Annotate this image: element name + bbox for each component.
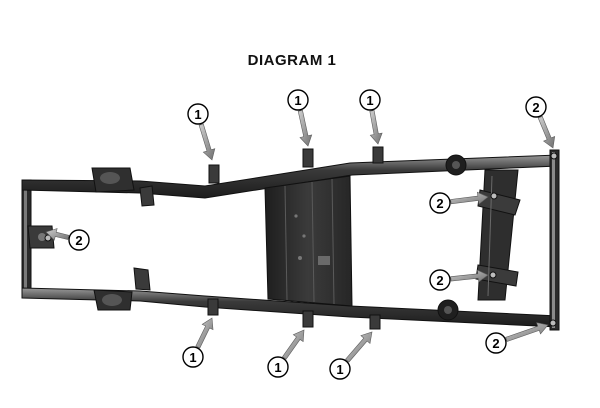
callout-circle [68,229,90,251]
callout-2-8: 2 [429,191,489,214]
callout-1-2: 1 [287,89,313,147]
callout-2-11: 2 [45,228,90,251]
callout-arrow [195,317,214,349]
vehicle-frame [21,146,560,331]
callout-arrow [369,110,383,145]
callout-circle [359,89,381,111]
callout-1-1: 1 [187,103,216,161]
callout-number: 2 [492,336,499,351]
rear-x-brace [475,169,521,301]
callout-1-4: 1 [182,317,214,368]
callout-1-3: 1 [359,89,383,145]
callout-number: 2 [532,100,539,115]
callout-2-10: 2 [485,322,549,354]
callout-number: 1 [366,93,373,108]
callout-circle [329,358,351,380]
callout-number: 1 [336,362,343,377]
callout-number: 2 [436,196,443,211]
callout-arrow [537,115,556,149]
callout-number: 1 [194,107,201,122]
callout-circle [287,89,309,111]
callout-circle [429,192,451,214]
callout-1-6: 1 [329,331,373,380]
body-mounts [207,146,384,330]
callout-arrow [505,322,549,342]
mount-bolts [44,152,558,327]
callout-arrow [45,228,70,241]
callout-circle [525,96,547,118]
callout-circle [182,346,204,368]
callouts: 1 1 1 1 1 1 2 2 2 2 2 [45,89,556,380]
callout-circle [429,269,451,291]
callout-arrow [282,329,305,360]
callout-number: 1 [274,360,281,375]
callout-circle [267,356,289,378]
callout-number: 2 [75,233,82,248]
callout-circle [187,103,209,125]
callout-arrow [198,123,216,161]
callout-arrow [345,331,373,363]
center-skid-panel [264,175,353,307]
callout-number: 1 [189,350,196,365]
callout-number: 1 [294,93,301,108]
callout-arrow [450,269,489,283]
callout-2-7: 2 [525,96,556,149]
callout-2-9: 2 [429,269,489,291]
callout-circle [485,332,507,354]
callout-number: 2 [436,273,443,288]
callout-1-5: 1 [267,329,305,378]
diagram-title: DIAGRAM 1 [247,52,337,69]
callout-arrow [450,191,489,205]
callout-arrow [297,109,313,147]
